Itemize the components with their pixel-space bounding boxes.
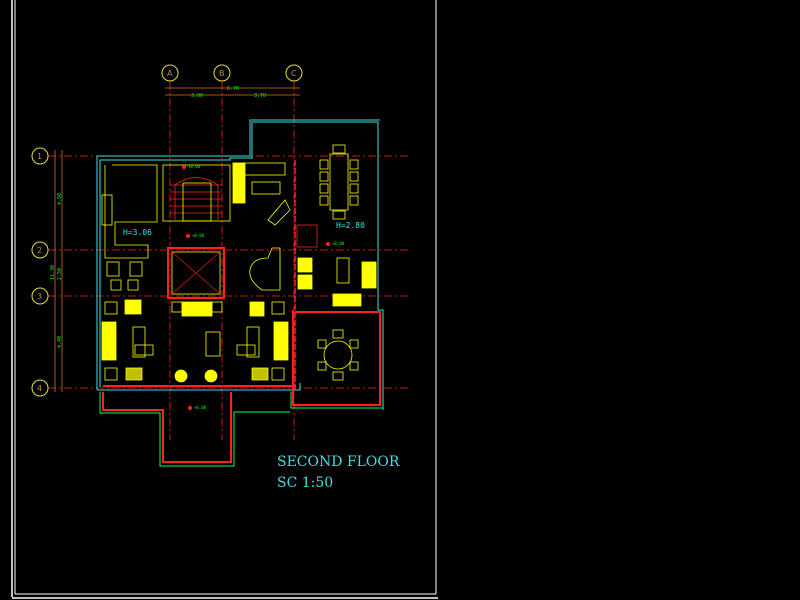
grid-bubble-b bbox=[213, 64, 231, 82]
level-mark-icon bbox=[182, 165, 186, 169]
stair bbox=[162, 164, 231, 222]
level-mark-icon bbox=[188, 406, 192, 410]
grid-bubble-3 bbox=[31, 287, 49, 305]
grid-label-a: A bbox=[167, 69, 173, 78]
grid-label-3: 3 bbox=[37, 292, 42, 301]
level-mark-icon bbox=[186, 234, 190, 238]
dim-r1-r2: 4.50 bbox=[57, 193, 63, 205]
dim-r3-r4: 4.40 bbox=[57, 336, 63, 348]
dim-overall-top: 6.70 bbox=[227, 86, 239, 92]
height-label-left: H=3.06 bbox=[123, 228, 152, 237]
furniture bbox=[101, 144, 377, 383]
grid-label-1: 1 bbox=[37, 152, 42, 161]
dimension-lines bbox=[54, 87, 300, 392]
level-mark: +0.00 bbox=[192, 233, 205, 238]
grid-bubble-1 bbox=[31, 147, 49, 165]
dim-r2-r3: 2.50 bbox=[57, 268, 63, 280]
height-label-right: H=2.80 bbox=[336, 221, 365, 230]
dim-overall-left: 11.30 bbox=[50, 265, 56, 280]
level-mark: +0.00 bbox=[188, 164, 201, 169]
dim-b-c: 3.70 bbox=[254, 93, 266, 99]
grid-label-c: C bbox=[291, 69, 297, 78]
grid-bubble-4 bbox=[31, 379, 49, 397]
grid-lines bbox=[48, 82, 410, 440]
grid-bubble-a bbox=[161, 64, 179, 82]
elevator-shaft bbox=[167, 247, 225, 299]
grid-label-2: 2 bbox=[37, 246, 42, 255]
grid-label-b: B bbox=[219, 69, 225, 78]
grid-label-4: 4 bbox=[37, 384, 42, 393]
grid-bubble-c bbox=[285, 64, 303, 82]
level-mark: +0.00 bbox=[194, 405, 207, 410]
drawing-frame bbox=[11, 0, 438, 599]
level-mark-icon bbox=[326, 242, 330, 246]
grid-bubble-2 bbox=[31, 241, 49, 259]
drawing-scale: SC 1:50 bbox=[277, 475, 333, 491]
level-mark: +0.00 bbox=[332, 241, 345, 246]
drawing-title: SECOND FLOOR bbox=[277, 454, 400, 470]
dim-a-b: 3.00 bbox=[191, 93, 203, 99]
outer-walls bbox=[96, 119, 384, 467]
